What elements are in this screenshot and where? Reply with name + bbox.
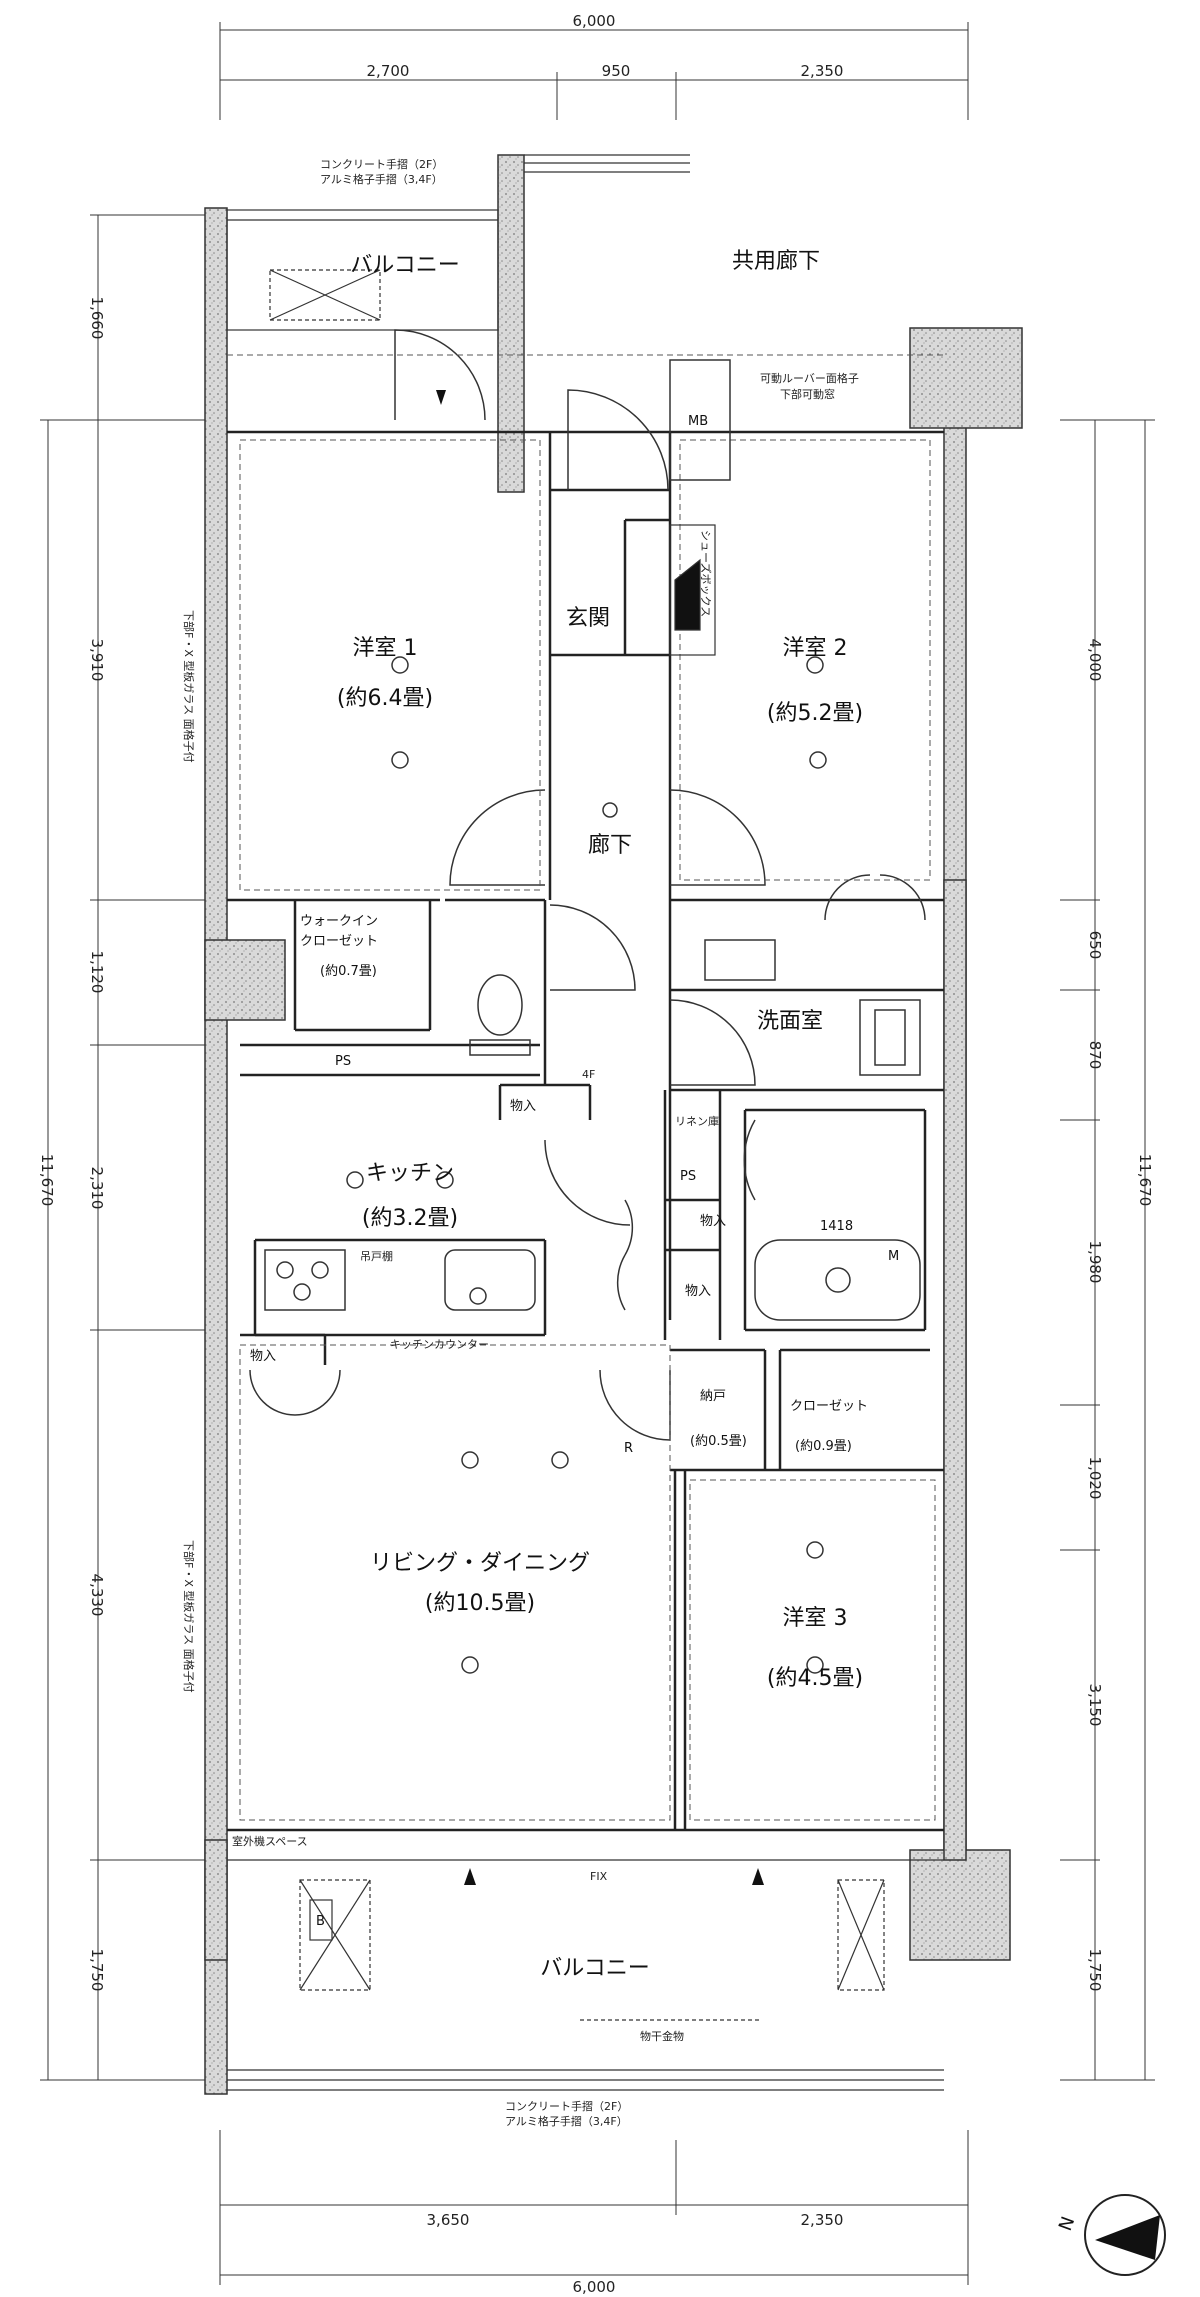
left-dimension-lines: [40, 214, 220, 2081]
dim-left-part-5: 4,330: [88, 1574, 106, 1617]
dim-right-part-3: 870: [1086, 1041, 1104, 1070]
bedroom3-size: (約4.5畳): [767, 1666, 863, 1691]
indoor-unit-space-label: 室外機スペース: [232, 1834, 308, 1848]
storage-label-2: 物入: [685, 1284, 711, 1299]
dim-right-part-6: 3,150: [1086, 1684, 1104, 1727]
louver2-label: 下部可動窓: [780, 387, 835, 401]
light-fixtures: [346, 656, 827, 1674]
bathtub: [754, 1239, 921, 1321]
bedroom1-size: (約6.4畳): [337, 686, 433, 711]
side-note-lower: 下部F・X 型板ガラス 面格子付: [182, 1540, 196, 1693]
dim-bottom-part-2: 2,350: [801, 2211, 844, 2229]
ps-label-1: PS: [335, 1054, 351, 1069]
dim-right-part-2: 650: [1086, 931, 1104, 960]
storage-label-4: 物入: [250, 1349, 276, 1364]
dim-bottom-total: 6,000: [573, 2278, 616, 2296]
kitchen-counter-label: キッチンカウンター: [390, 1338, 489, 1351]
closet-name: クローゼット: [790, 1399, 868, 1414]
fix-label: FIX: [590, 1870, 608, 1883]
north-label: N: [1055, 2214, 1079, 2234]
bedroom3-name: 洋室 3: [783, 1606, 848, 1631]
m-marker: M: [888, 1249, 899, 1264]
mb-label: MB: [688, 414, 708, 429]
walkin-size: (約0.7畳): [320, 964, 377, 979]
dim-top-part-2: 950: [602, 62, 631, 80]
interior-walls: [227, 430, 944, 1832]
bath-label: 1418: [820, 1219, 853, 1234]
washroom-label: 洗面室: [757, 1009, 823, 1034]
right-dimension-lines: [1060, 419, 1155, 2081]
storage-room-name: 納戸: [700, 1389, 726, 1404]
dim-right-part-4: 1,980: [1086, 1241, 1104, 1284]
dim-left-part-2: 3,910: [88, 639, 106, 682]
shoes-box-label: シューズボックス: [699, 530, 713, 617]
kitchen-name: キッチン: [366, 1161, 454, 1186]
washbasin: [704, 939, 921, 1076]
bottom-dimension-lines: [219, 2130, 969, 2285]
side-note-upper: 下部F・X 型板ガラス 面格子付: [182, 610, 196, 763]
door-swings: [249, 329, 926, 1441]
entrance-arrows: [436, 390, 764, 1885]
dim-right-part-5: 1,020: [1086, 1457, 1104, 1500]
handrail-fitting-label: 物干金物: [640, 2029, 684, 2043]
dashed-lines: [227, 354, 944, 1821]
entrance-label: 玄関: [566, 606, 610, 631]
ps-label-2: PS: [680, 1169, 696, 1184]
common-corridor-label: 共用廊下: [732, 249, 820, 274]
storage-room-size: (約0.5畳): [690, 1434, 747, 1449]
dim-left-part-3: 1,120: [88, 951, 106, 994]
dim-right-part-7: 1,750: [1086, 1949, 1104, 1992]
shoe-box: [669, 524, 716, 656]
ac-marker: 4F: [582, 1068, 595, 1081]
living-size: (約10.5畳): [425, 1591, 535, 1616]
dim-left-total: 11,670: [38, 1154, 56, 1207]
dim-left-part-6: 1,750: [88, 1949, 106, 1992]
louver-label: 可動ルーバー面格子: [760, 371, 859, 385]
kitchen-size: (約3.2畳): [362, 1206, 458, 1231]
b-marker: B: [316, 1914, 325, 1929]
kitchen-fixtures: [264, 1249, 536, 1311]
hallway-label: 廊下: [588, 833, 632, 858]
dim-bottom-part-1: 3,650: [427, 2211, 470, 2229]
cupboard-label: 吊戸棚: [360, 1249, 393, 1263]
mb-box: [669, 359, 731, 481]
top-rail-note-2: アルミ格子手摺（3,4F）: [320, 172, 443, 186]
north-arrow-icon: [1084, 2194, 1166, 2276]
top-balcony-rail: [226, 154, 690, 331]
dim-right-part-1: 4,000: [1086, 639, 1104, 682]
dim-top-total: 6,000: [573, 12, 616, 30]
dim-right-total: 11,670: [1136, 1154, 1154, 1207]
top-rail-note-1: コンクリート手摺（2F）: [320, 157, 443, 171]
r-marker: R: [624, 1441, 633, 1456]
bottom-rail-note-1: コンクリート手摺（2F）: [505, 2099, 628, 2113]
bedroom1-name: 洋室 1: [353, 636, 418, 661]
dim-top-part-1: 2,700: [367, 62, 410, 80]
structural-walls: [204, 154, 1023, 2095]
storage-label-1: 物入: [510, 1099, 536, 1114]
bedroom2-size: (約5.2畳): [767, 701, 863, 726]
walkin-label-2: クローゼット: [300, 934, 378, 949]
linen-label: リネン庫: [675, 1114, 719, 1128]
top-dimension-lines: [219, 22, 969, 120]
toilet: [469, 974, 531, 1056]
dim-left-part-4: 2,310: [88, 1167, 106, 1210]
top-balcony-label: バルコニー: [350, 253, 460, 278]
storage-label-3: 物入: [700, 1214, 726, 1229]
walkin-label-1: ウォークイン: [300, 914, 378, 929]
bottom-balcony-label: バルコニー: [540, 1956, 650, 1981]
bedroom2-name: 洋室 2: [783, 636, 848, 661]
closet-size: (約0.9畳): [795, 1439, 852, 1454]
bottom-rail-note-2: アルミ格子手摺（3,4F）: [505, 2114, 628, 2128]
bottom-balcony-rail: [227, 1859, 944, 2091]
living-name: リビング・ダイニング: [370, 1551, 590, 1576]
dim-left-part-1: 1,660: [88, 297, 106, 340]
dim-top-part-3: 2,350: [801, 62, 844, 80]
